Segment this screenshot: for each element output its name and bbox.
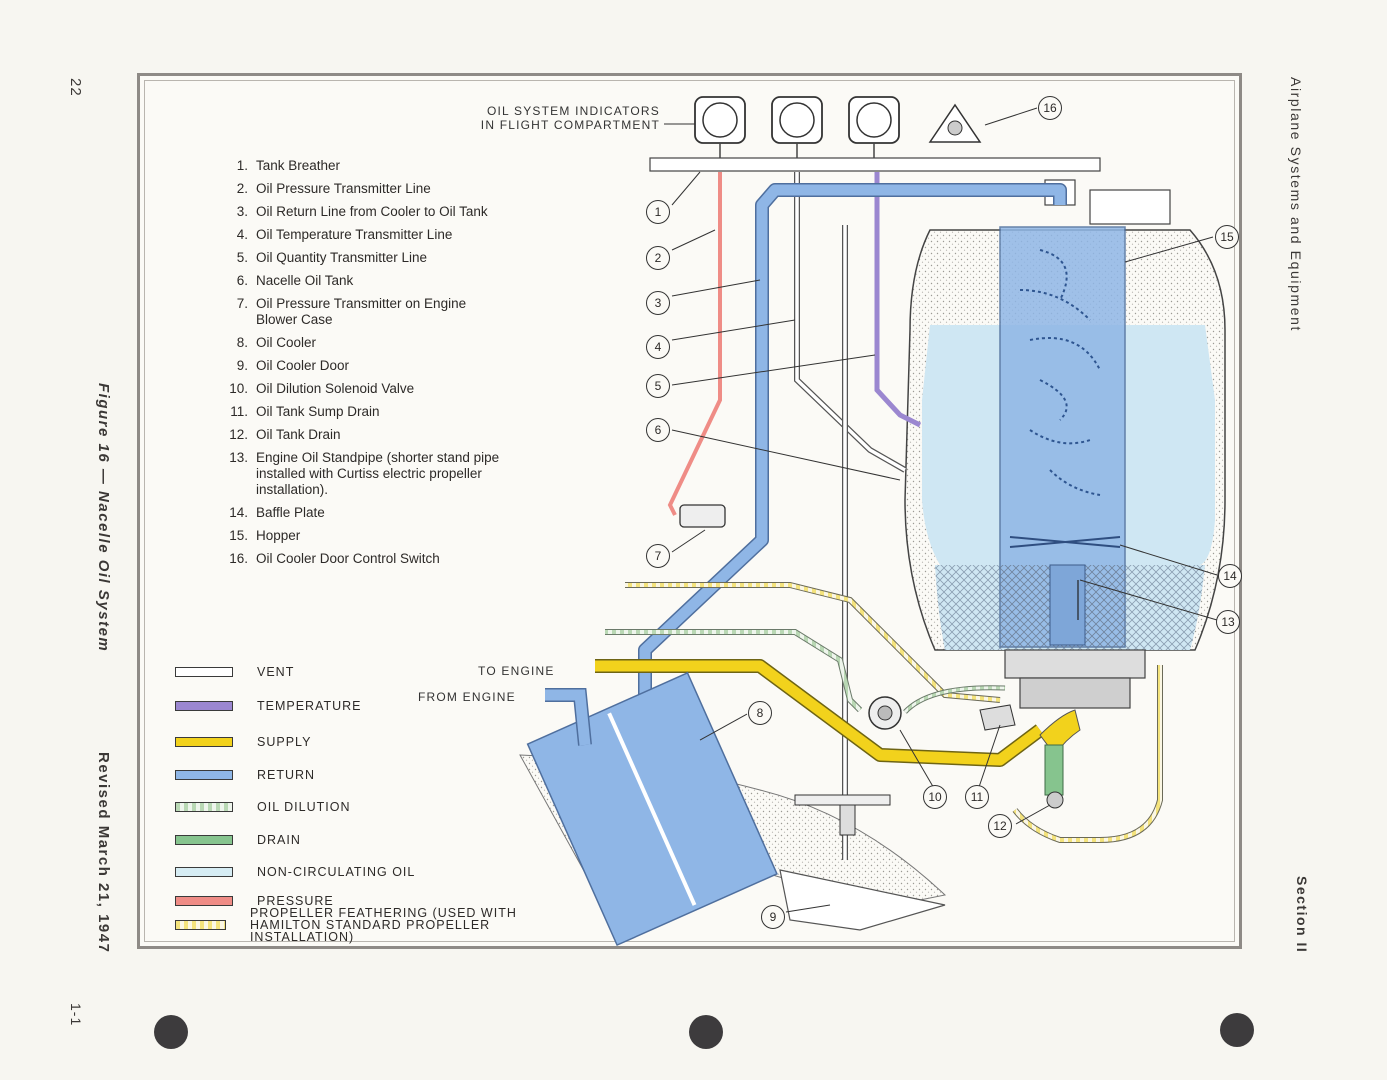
callout-15: 15 <box>1215 225 1239 249</box>
binder-hole <box>689 1015 723 1049</box>
key-row: OIL DILUTION <box>175 797 351 817</box>
part-label: Tank Breather <box>256 158 341 173</box>
key-swatch <box>175 920 226 930</box>
callout-16: 16 <box>1038 96 1062 120</box>
part-label: Oil Dilution Solenoid Valve <box>256 381 415 396</box>
key-label: TEMPERATURE <box>257 699 362 713</box>
key-swatch <box>175 896 233 906</box>
callout-5: 5 <box>646 374 670 398</box>
key-swatch <box>175 867 233 877</box>
key-swatch <box>175 835 233 845</box>
part-number: 10. <box>229 381 248 396</box>
key-swatch <box>175 667 233 677</box>
key-label: OIL DILUTION <box>257 800 351 814</box>
part-number: 12. <box>229 427 248 442</box>
indicators-label: OIL SYSTEM INDICATORS IN FLIGHT COMPARTM… <box>480 104 660 132</box>
key-label: RETURN <box>257 768 316 782</box>
key-row: PROPELLER FEATHERING (USED WITH HAMILTON… <box>175 907 555 943</box>
part-number: 5. <box>236 250 248 265</box>
part-label: Oil Pressure Transmitter on Engine Blowe… <box>256 296 467 327</box>
part-label: Oil Cooler Door Control Switch <box>256 551 440 566</box>
binder-hole <box>1220 1013 1254 1047</box>
part-number: 1. <box>236 158 248 173</box>
part-item: 7. Oil Pressure Transmitter on Engine Blo… <box>210 296 510 328</box>
part-item: 15. Hopper <box>210 528 510 544</box>
part-number: 15. <box>229 528 248 543</box>
part-label: Hopper <box>256 528 301 543</box>
key-label: NON-CIRCULATING OIL <box>257 865 416 879</box>
part-item: 11. Oil Tank Sump Drain <box>210 404 510 420</box>
part-item: 12. Oil Tank Drain <box>210 427 510 443</box>
part-item: 8. Oil Cooler <box>210 335 510 351</box>
part-number: 11. <box>230 404 248 419</box>
key-label: PROPELLER FEATHERING (USED WITH HAMILTON… <box>249 906 517 944</box>
part-item: 14. Baffle Plate <box>210 505 510 521</box>
key-row: DRAIN <box>175 830 301 850</box>
key-swatch <box>175 737 233 747</box>
part-item: 1. Tank Breather <box>210 158 510 174</box>
key-label: PRESSURE <box>257 894 334 908</box>
parts-list: 1. Tank Breather 2. Oil Pressure Transmitte… <box>210 158 510 574</box>
callout-4: 4 <box>646 335 670 359</box>
key-label: VENT <box>257 665 295 679</box>
key-label: SUPPLY <box>257 735 312 749</box>
part-number: 3. <box>236 204 248 219</box>
callout-2: 2 <box>646 246 670 270</box>
part-label: Nacelle Oil Tank <box>256 273 354 288</box>
part-item: 13. Engine Oil Standpipe (shorter stand p… <box>210 450 510 498</box>
part-number: 13. <box>229 450 248 465</box>
part-number: 14. <box>229 505 248 520</box>
key-row: NON-CIRCULATING OIL <box>175 862 415 882</box>
callout-10: 10 <box>923 785 947 809</box>
key-swatch <box>175 770 233 780</box>
part-label: Oil Tank Drain <box>256 427 341 442</box>
key-row: PRESSURE <box>175 891 334 911</box>
part-number: 8. <box>236 335 248 350</box>
part-item: 5. Oil Quantity Transmitter Line <box>210 250 510 266</box>
key-row: VENT <box>175 662 294 682</box>
part-number: 16. <box>229 551 248 566</box>
part-item: 4. Oil Temperature Transmitter Line <box>210 227 510 243</box>
callout-13: 13 <box>1216 610 1240 634</box>
binder-hole <box>154 1015 188 1049</box>
part-label: Oil Cooler Door <box>256 358 350 373</box>
part-label: Oil Pressure Transmitter Line <box>256 181 431 196</box>
key-row: TEMPERATURE <box>175 696 362 716</box>
part-item: 2. Oil Pressure Transmitter Line <box>210 181 510 197</box>
callout-9: 9 <box>761 905 785 929</box>
key-row: RETURN <box>175 765 315 785</box>
part-label: Oil Cooler <box>256 335 317 350</box>
key-swatch <box>175 701 233 711</box>
callout-3: 3 <box>646 291 670 315</box>
callout-6: 6 <box>646 418 670 442</box>
key-row: SUPPLY <box>175 732 311 752</box>
to-engine-label: TO ENGINE <box>478 664 555 678</box>
part-number: 2. <box>236 181 248 196</box>
part-label: Engine Oil Standpipe (shorter stand pipe… <box>256 450 500 497</box>
part-number: 7. <box>236 296 248 311</box>
part-item: 3. Oil Return Line from Cooler to Oil Tan… <box>210 204 510 220</box>
part-number: 4. <box>236 227 248 242</box>
callout-7: 7 <box>646 544 670 568</box>
callout-11: 11 <box>965 785 989 809</box>
from-engine-label: FROM ENGINE <box>418 690 516 704</box>
part-number: 9. <box>236 358 248 373</box>
part-label: Baffle Plate <box>256 505 325 520</box>
part-label: Oil Return Line from Cooler to Oil Tank <box>256 204 488 219</box>
part-number: 6. <box>236 273 248 288</box>
key-swatch <box>175 802 233 812</box>
callout-12: 12 <box>988 814 1012 838</box>
part-label: Oil Temperature Transmitter Line <box>256 227 453 242</box>
part-label: Oil Quantity Transmitter Line <box>256 250 428 265</box>
part-item: 9. Oil Cooler Door <box>210 358 510 374</box>
callout-1: 1 <box>646 200 670 224</box>
key-label: DRAIN <box>257 833 301 847</box>
callout-8: 8 <box>748 701 772 725</box>
part-item: 16. Oil Cooler Door Control Switch <box>210 551 510 567</box>
part-item: 10. Oil Dilution Solenoid Valve <box>210 381 510 397</box>
part-label: Oil Tank Sump Drain <box>256 404 380 419</box>
callout-14: 14 <box>1218 564 1242 588</box>
part-item: 6. Nacelle Oil Tank <box>210 273 510 289</box>
